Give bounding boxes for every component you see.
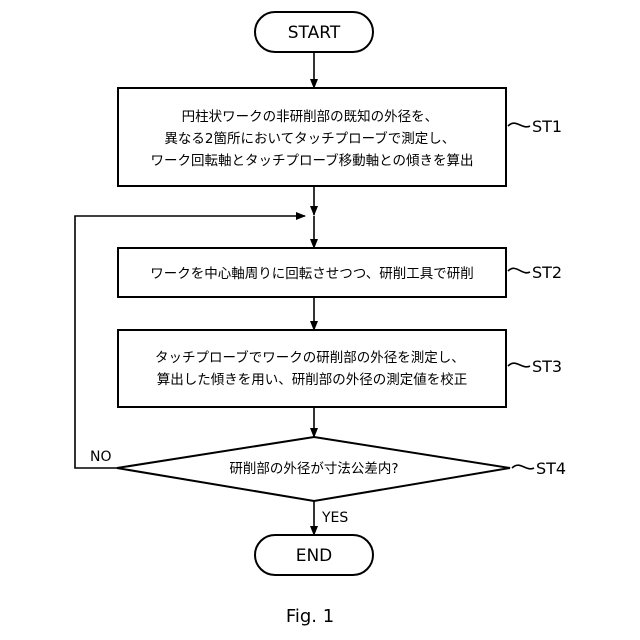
st3-step-label: ST3 [532,357,562,376]
st1-text: 円柱状ワークの非研削部の既知の外径を、 異なる2箇所においてタッチプローブで測定… [150,108,473,169]
yes-branch-label: YES [321,510,348,526]
st3-leader [508,363,530,367]
st4-leader [512,465,534,469]
st3-line-2: 算出した傾きを用い、研削部の外径の測定値を校正 [157,371,468,388]
start-label: START [288,23,341,43]
st1-line-1: 円柱状ワークの非研削部の既知の外径を、 [182,108,439,125]
st1-line-3: ワーク回転軸とタッチプローブ移動軸との傾きを算出 [150,152,473,169]
st3-process-box [118,330,506,407]
no-branch-label: NO [90,449,112,465]
st2-text: ワークを中心軸周りに回転させつつ、研削工具で研削 [150,266,473,282]
st2-line-1: ワークを中心軸周りに回転させつつ、研削工具で研削 [150,266,473,282]
st1-line-2: 異なる2箇所においてタッチプローブで測定し、 [164,130,455,147]
st2-step-label: ST2 [532,263,562,282]
st4-question: 研削部の外径が寸法公差内? [229,461,398,477]
st3-line-1: タッチプローブでワークの研削部の外径を測定し、 [155,349,465,366]
figure-caption: Fig. 1 [286,606,334,627]
st4-step-label: ST4 [536,459,566,478]
st1-step-label: ST1 [532,117,562,136]
end-label: END [296,546,333,566]
st2-leader [508,268,530,272]
st1-leader [508,123,530,127]
